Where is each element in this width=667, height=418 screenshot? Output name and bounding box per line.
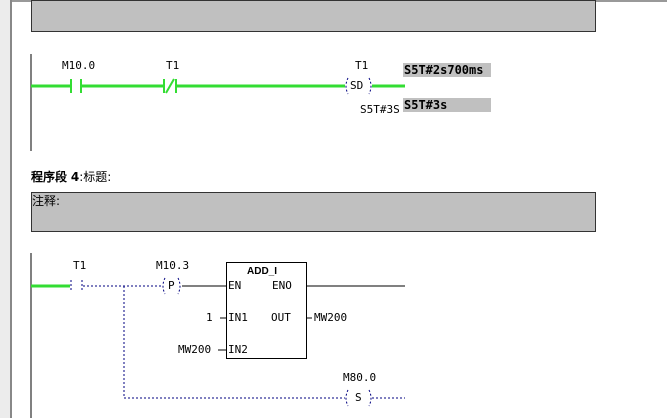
contact-nc-icon xyxy=(163,78,177,94)
network3-comment-box[interactable] xyxy=(31,0,596,32)
contact-no-icon xyxy=(70,79,82,93)
network4-comment-box[interactable]: 注释: xyxy=(31,192,596,232)
in1-value[interactable]: 1 xyxy=(206,311,213,324)
preset-value: S5T#3s xyxy=(403,98,491,112)
edge-coil-address[interactable]: M10.3 xyxy=(156,259,190,272)
contact-address[interactable]: M10.0 xyxy=(62,59,96,72)
network-number: 4 xyxy=(70,170,80,184)
coil-sd-icon xyxy=(345,77,372,95)
pin-eno: ENO xyxy=(272,279,292,292)
out-value[interactable]: MW200 xyxy=(314,311,348,324)
network-prefix: 程序段 xyxy=(31,170,68,184)
coil-type: SD xyxy=(350,79,364,92)
network4-rung xyxy=(30,253,405,418)
block-name[interactable]: ADD_I xyxy=(247,266,278,277)
contact-address[interactable]: T1 xyxy=(166,59,180,72)
left-panel xyxy=(0,0,12,418)
preset-label[interactable]: S5T#3S xyxy=(360,103,400,116)
actual-time-value: S5T#2s700ms xyxy=(403,63,491,77)
comment-text: 注释: xyxy=(32,194,61,208)
set-coil-address[interactable]: M80.0 xyxy=(343,371,377,384)
pin-in1: IN1 xyxy=(228,311,248,324)
network3-rung xyxy=(30,54,405,151)
contact-address[interactable]: T1 xyxy=(73,259,87,272)
edge-coil-type: P xyxy=(168,279,175,292)
pin-in2: IN2 xyxy=(228,343,248,356)
network-title[interactable]: 程序段 4:标题: xyxy=(31,170,112,184)
coil-address[interactable]: T1 xyxy=(355,59,369,72)
pin-en: EN xyxy=(228,279,242,292)
pin-out: OUT xyxy=(271,311,291,324)
in2-value[interactable]: MW200 xyxy=(178,343,212,356)
network-title-label: 标题: xyxy=(83,170,112,184)
set-coil-type: S xyxy=(355,391,362,404)
